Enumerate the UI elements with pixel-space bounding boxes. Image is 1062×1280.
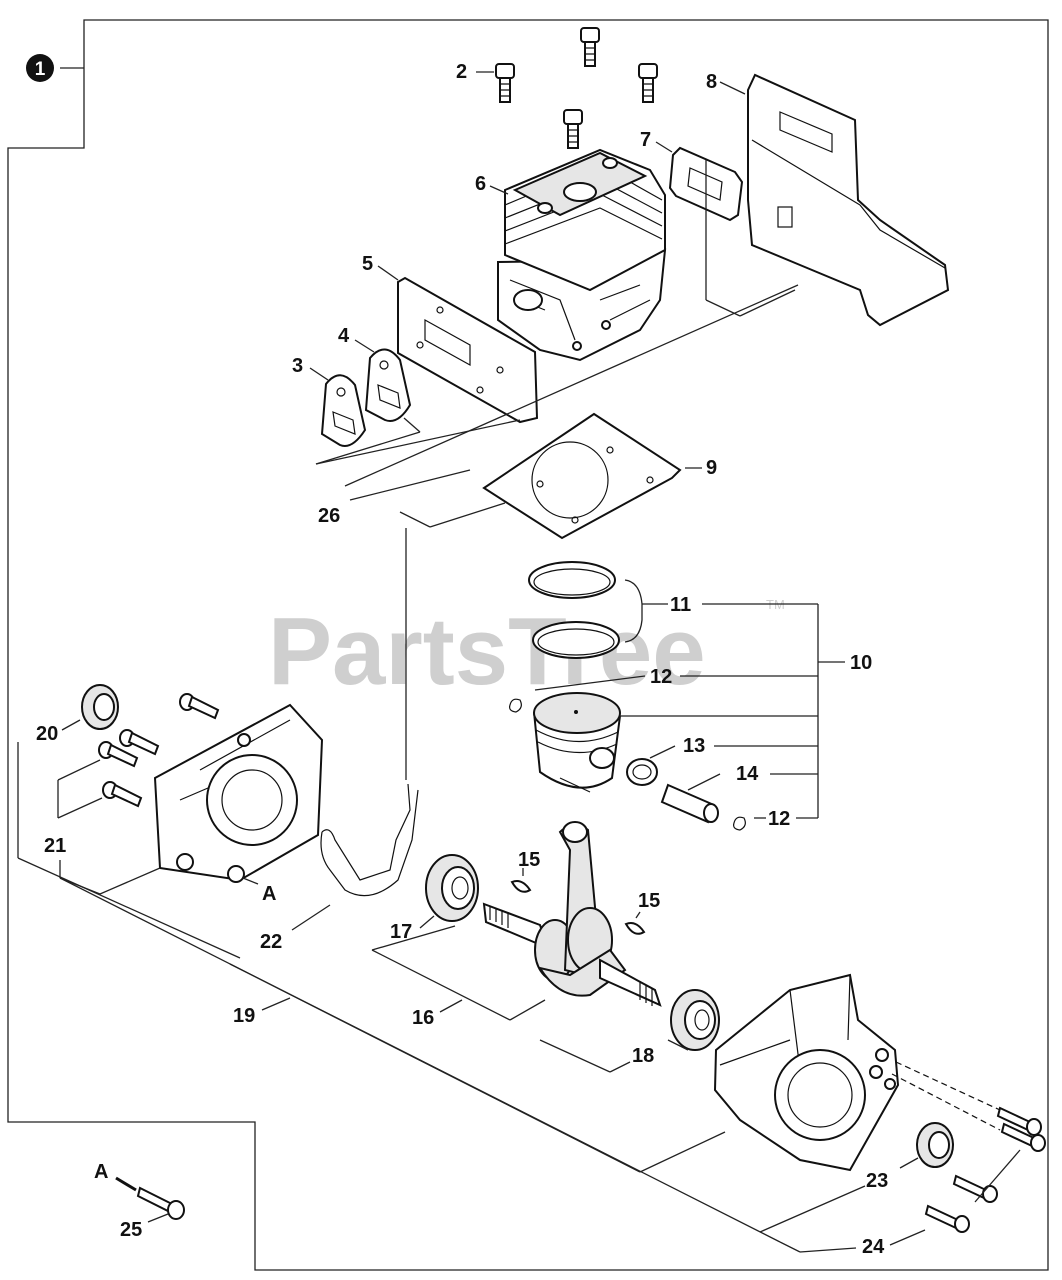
piston-pin-part bbox=[660, 783, 719, 824]
piston-ring-part bbox=[532, 621, 620, 659]
label-6: 6 bbox=[475, 173, 486, 195]
gasket-part bbox=[364, 348, 412, 422]
label-14: 14 bbox=[736, 763, 759, 785]
label-22: 22 bbox=[260, 931, 282, 953]
label-4: 4 bbox=[338, 325, 350, 347]
label-8: 8 bbox=[706, 71, 717, 93]
label-24: 24 bbox=[862, 1236, 885, 1258]
label-2: 2 bbox=[456, 61, 467, 83]
label-23: 23 bbox=[866, 1170, 888, 1192]
circlip-part bbox=[509, 698, 522, 713]
crankshaft-part bbox=[482, 821, 662, 1007]
gasket-part bbox=[482, 412, 682, 540]
bolt-icon bbox=[179, 693, 220, 720]
gasket-part bbox=[320, 783, 419, 897]
gasket-part bbox=[320, 374, 367, 447]
circlip-part bbox=[733, 816, 746, 831]
crankcase-half-part bbox=[153, 703, 324, 883]
bolt-icon bbox=[638, 63, 658, 103]
bolt-icon bbox=[119, 729, 160, 756]
callout-A-inset: A bbox=[94, 1161, 108, 1183]
bolt-icon bbox=[563, 109, 583, 149]
label-20: 20 bbox=[36, 723, 58, 745]
label-10: 10 bbox=[850, 652, 872, 674]
svg-text:1: 1 bbox=[35, 59, 46, 80]
bearing-part bbox=[670, 989, 720, 1051]
oil-seal-part bbox=[916, 1122, 954, 1168]
heat-shield-part bbox=[747, 73, 950, 327]
woodruff-key-part bbox=[510, 880, 532, 893]
bolt-icon bbox=[98, 741, 139, 768]
label-25: 25 bbox=[120, 1219, 142, 1241]
group-badge: 1 bbox=[26, 54, 54, 82]
label-11: 11 bbox=[670, 594, 691, 616]
bolt-icon bbox=[495, 63, 515, 103]
group-frame bbox=[7, 19, 1049, 1271]
crankcase-half-part bbox=[713, 973, 900, 1172]
bolt-icon bbox=[924, 1204, 970, 1233]
callout-A: A bbox=[262, 883, 276, 905]
piston-ring-part bbox=[528, 561, 616, 599]
bolt-icon bbox=[136, 1186, 185, 1220]
label-16: 16 bbox=[412, 1007, 434, 1029]
bolt-icon bbox=[996, 1106, 1042, 1136]
label-18: 18 bbox=[632, 1045, 654, 1067]
cylinder-part bbox=[497, 148, 667, 362]
bolt-icon bbox=[952, 1174, 998, 1203]
bolt-icon bbox=[1000, 1122, 1046, 1152]
label-13: 13 bbox=[683, 735, 705, 757]
bearing-part bbox=[425, 854, 479, 922]
label-19: 19 bbox=[233, 1005, 255, 1027]
label-15-right: 15 bbox=[638, 890, 660, 912]
label-15: 15 bbox=[518, 849, 540, 871]
label-12-lower: 12 bbox=[768, 808, 790, 830]
oil-seal-part bbox=[81, 684, 119, 730]
woodruff-key-part bbox=[624, 922, 646, 935]
watermark: PartsTree bbox=[268, 598, 706, 705]
bolt-icon bbox=[580, 27, 600, 67]
label-5: 5 bbox=[362, 253, 373, 275]
bolt-icon bbox=[102, 781, 143, 808]
label-26: 26 bbox=[318, 505, 340, 527]
label-12: 12 bbox=[650, 666, 672, 688]
gasket-part bbox=[397, 276, 539, 424]
label-17: 17 bbox=[390, 921, 412, 943]
label-3: 3 bbox=[292, 355, 303, 377]
needle-bearing-part bbox=[626, 758, 658, 786]
label-21: 21 bbox=[44, 835, 66, 857]
label-7: 7 bbox=[640, 129, 651, 151]
piston-part bbox=[533, 692, 621, 793]
label-9: 9 bbox=[706, 457, 717, 479]
